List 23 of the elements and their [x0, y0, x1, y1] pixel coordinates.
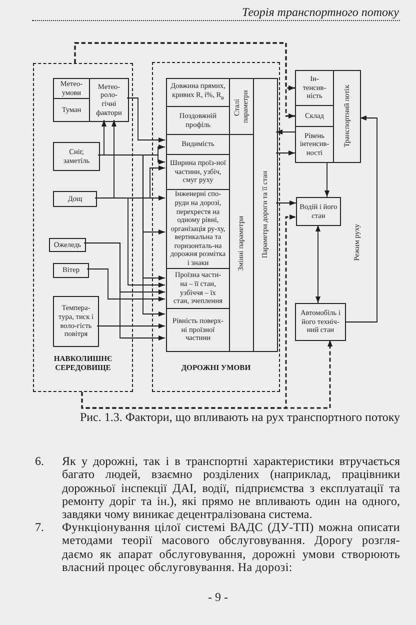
dashed-frame	[33, 63, 133, 392]
running-header: Теорія транспортного потоку	[242, 6, 399, 19]
arrow	[276, 150, 296, 156]
arrow	[316, 224, 320, 304]
list-number: 7.	[35, 521, 44, 534]
page-number: - 9 -	[208, 591, 228, 604]
arrow	[96, 324, 166, 328]
arrow	[98, 154, 166, 316]
paragraph: Як у дорожні, так і в транспортні характеристики втручається багато людей, взаємно розділених (наприклад, працівники дорожньої інспекції ДАІ, водії, підприємства з експлуатації та ремонту доріг та ін.), які прямо не впливають один на одного, завдяки чому виникає децентралізована система.	[62, 455, 400, 522]
dashed-arrow	[74, 42, 295, 118]
arrow	[324, 162, 330, 198]
arrow	[344, 116, 378, 322]
arrow	[126, 98, 166, 142]
arrow	[84, 242, 166, 340]
arrow	[276, 200, 296, 206]
dashed-frame	[152, 62, 280, 392]
dashed-arrow	[81, 340, 332, 409]
paragraph: Функціонування цілої системі ВАДС (ДУ-ТП) можна описати методами теорії масового обслуговування. Дорогу розгля-даємо як апарат обслуговування, дорожні умови створюють власний процес обслуговування. На дорозі:	[62, 521, 400, 574]
arrow	[94, 198, 166, 288]
figure-caption: Рис. 1.3. Фактори, що впливають на рух транспортного потоку	[80, 411, 400, 424]
arrow	[86, 268, 166, 302]
arrow	[276, 130, 296, 134]
list-number: 6.	[35, 455, 44, 468]
